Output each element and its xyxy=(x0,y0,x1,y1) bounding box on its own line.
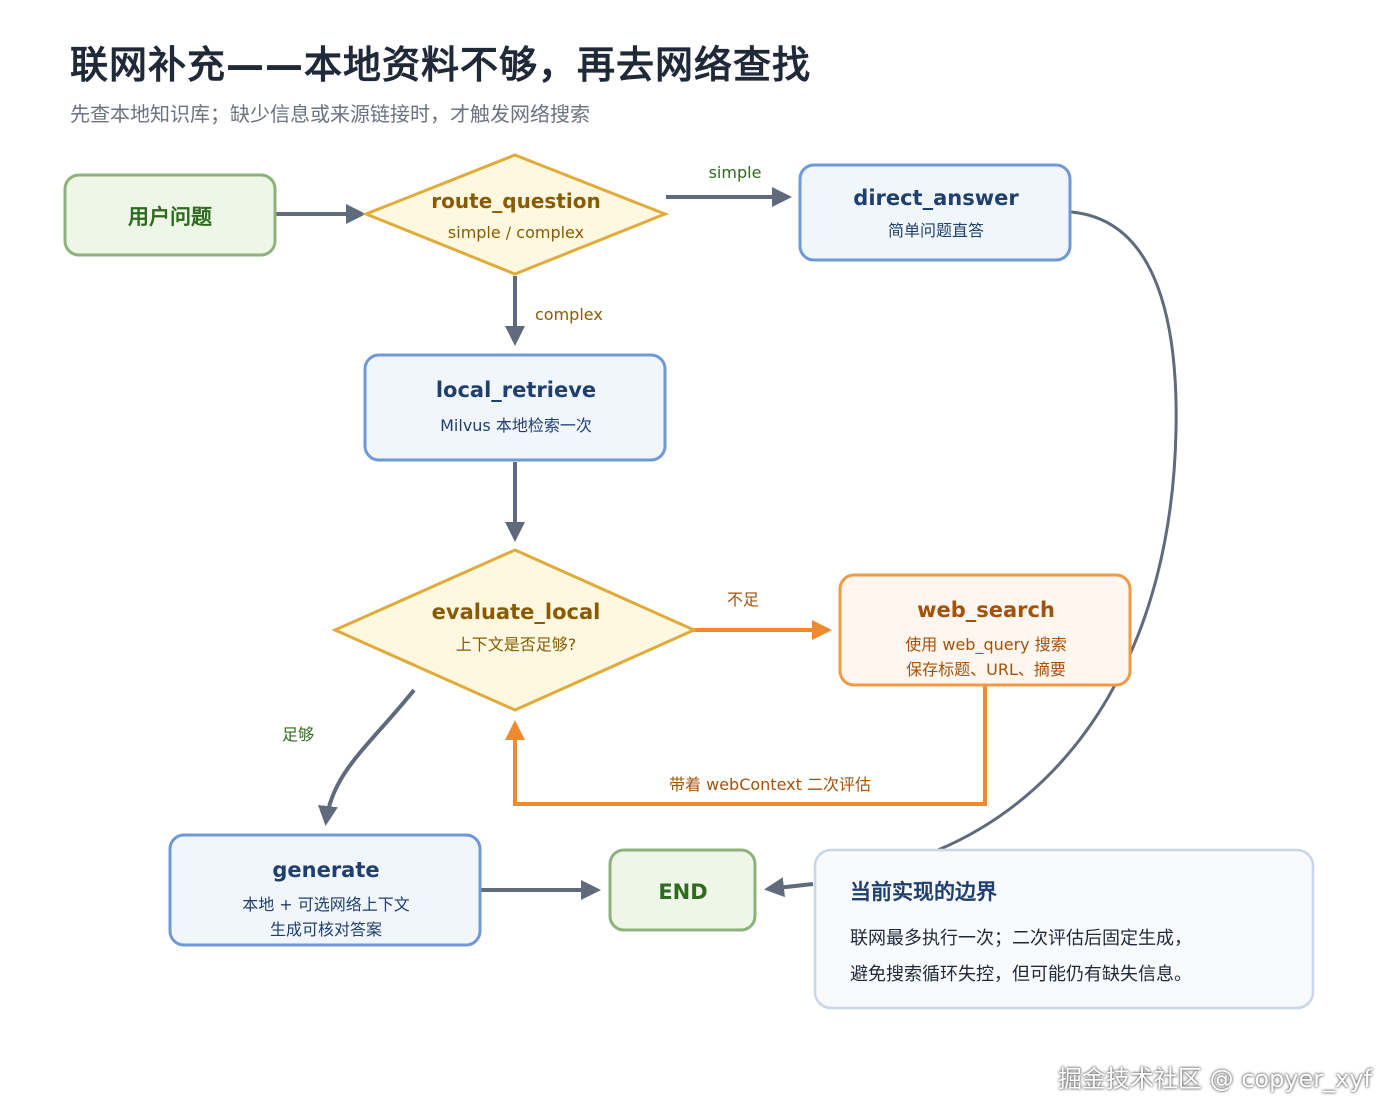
node-user-question-title: 用户问题 xyxy=(128,205,213,229)
node-evaluate-local-sub: 上下文是否足够? xyxy=(456,635,577,654)
node-end-title: END xyxy=(658,880,707,904)
node-direct-answer-sub: 简单问题直答 xyxy=(888,221,984,240)
edge-label-simple: simple xyxy=(709,163,762,182)
node-web-search-sub2: 保存标题、URL、摘要 xyxy=(906,660,1066,679)
node-generate-sub2: 生成可核对答案 xyxy=(270,920,382,939)
node-evaluate-local: evaluate_local 上下文是否足够? xyxy=(331,548,698,712)
edge-label-reevaluate: 带着 webContext 二次评估 xyxy=(669,775,871,794)
node-direct-answer-title: direct_answer xyxy=(853,186,1019,210)
node-generate-sub1: 本地 + 可选网络上下文 xyxy=(242,895,410,914)
node-route-question: route_question simple / complex xyxy=(361,153,670,276)
node-direct-answer: direct_answer 简单问题直答 xyxy=(798,163,1072,262)
edge-label-complex: complex xyxy=(535,305,603,324)
node-evaluate-local-title: evaluate_local xyxy=(432,600,601,624)
edge-label-insufficient: 不足 xyxy=(727,590,759,609)
note-title: 当前实现的边界 xyxy=(850,880,997,904)
edge-direct-to-end-curve xyxy=(937,210,1178,852)
node-route-question-sub: simple / complex xyxy=(448,223,584,242)
node-web-search-title: web_search xyxy=(917,598,1055,622)
note-line-1: 联网最多执行一次；二次评估后固定生成， xyxy=(850,928,1192,949)
node-web-search: web_search 使用 web_query 搜索 保存标题、URL、摘要 xyxy=(838,573,1132,687)
page-title: 联网补充——本地资料不够，再去网络查找 xyxy=(70,43,812,87)
node-generate-title: generate xyxy=(272,858,379,882)
watermark: 掘金技术社区 @ copyer_xyf xyxy=(1057,1065,1372,1093)
node-web-search-sub1: 使用 web_query 搜索 xyxy=(905,635,1066,655)
node-generate: generate 本地 + 可选网络上下文 生成可核对答案 xyxy=(168,833,482,947)
note-line-2: 避免搜索循环失控，但可能仍有缺失信息。 xyxy=(850,964,1192,985)
edge-evaluate-to-generate xyxy=(317,688,416,826)
edge-note-to-end xyxy=(764,877,814,898)
node-route-question-title: route_question xyxy=(431,189,600,213)
node-user-question: 用户问题 xyxy=(63,173,277,257)
note-box: 当前实现的边界 联网最多执行一次；二次评估后固定生成， 避免搜索循环失控，但可能… xyxy=(813,848,1315,1010)
page-subtitle: 先查本地知识库；缺少信息或来源链接时，才触发网络搜索 xyxy=(70,102,590,126)
edge-label-sufficient: 足够 xyxy=(282,725,314,744)
node-local-retrieve-title: local_retrieve xyxy=(436,378,596,402)
node-local-retrieve-sub: Milvus 本地检索一次 xyxy=(440,416,592,435)
node-local-retrieve: local_retrieve Milvus 本地检索一次 xyxy=(363,353,667,462)
node-end: END xyxy=(608,848,757,932)
edge-web-to-evaluate xyxy=(505,686,987,806)
